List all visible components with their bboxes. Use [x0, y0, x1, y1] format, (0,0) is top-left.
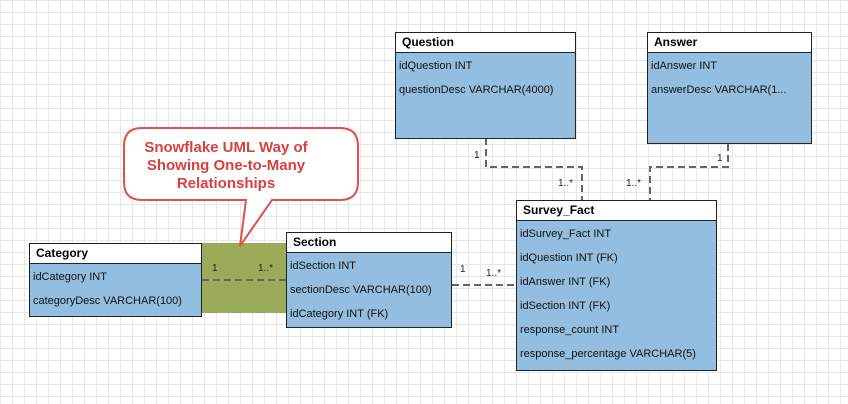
entity-section[interactable]: Section idSection INT sectionDesc VARCHA…	[286, 232, 452, 328]
connector-question-survey-fact	[485, 138, 583, 200]
attribute-row: idCategory INT	[33, 271, 107, 283]
entity-survey-fact[interactable]: Survey_Fact idSurvey_Fact INT idQuestion…	[516, 200, 717, 371]
multiplicity-one-label: 1	[212, 263, 218, 274]
entity-title: Survey_Fact	[517, 201, 716, 221]
multiplicity-one-label: 1	[460, 264, 466, 275]
entity-title: Answer	[648, 33, 811, 53]
attribute-row: idAnswer INT (FK)	[520, 276, 611, 288]
attribute-row: categoryDesc VARCHAR(100)	[33, 295, 182, 307]
multiplicity-many-label: 1..*	[258, 263, 274, 274]
attribute-row: idSection INT (FK)	[520, 300, 611, 312]
attribute-row: idAnswer INT	[651, 60, 718, 72]
attribute-row: questionDesc VARCHAR(4000)	[399, 84, 554, 96]
entity-category[interactable]: Category idCategory INT categoryDesc VAR…	[29, 243, 202, 317]
multiplicity-many-label: 1..*	[558, 178, 574, 189]
attribute-row: sectionDesc VARCHAR(100)	[290, 284, 432, 296]
callout-text: Snowflake UML Way of Showing One-to-Many…	[144, 139, 308, 192]
entity-answer[interactable]: Answer idAnswer INT answerDesc VARCHAR(1…	[647, 32, 812, 144]
attribute-row: response_count INT	[520, 324, 620, 336]
multiplicity-one-label: 1	[717, 153, 723, 164]
multiplicity-many-label: 1..*	[486, 268, 502, 279]
attribute-row: response_percentage VARCHAR(5)	[520, 348, 696, 360]
attribute-row: idSurvey_Fact INT	[520, 228, 612, 240]
entity-title: Category	[30, 244, 201, 264]
multiplicity-many-label: 1..*	[626, 178, 642, 189]
entity-question[interactable]: Question idQuestion INT questionDesc VAR…	[395, 32, 576, 139]
attribute-row: idCategory INT (FK)	[290, 308, 389, 320]
connector-answer-survey-fact	[649, 144, 729, 200]
attribute-row: answerDesc VARCHAR(1...	[651, 84, 787, 96]
attribute-row: idSection INT	[290, 260, 357, 272]
callout-bubble	[123, 127, 359, 247]
attribute-row: idQuestion INT (FK)	[520, 252, 618, 264]
entity-title: Section	[287, 233, 451, 253]
multiplicity-one-label: 1	[474, 150, 480, 161]
entity-title: Question	[396, 33, 575, 53]
attribute-row: idQuestion INT	[399, 60, 473, 72]
relationship-highlight	[202, 243, 286, 313]
